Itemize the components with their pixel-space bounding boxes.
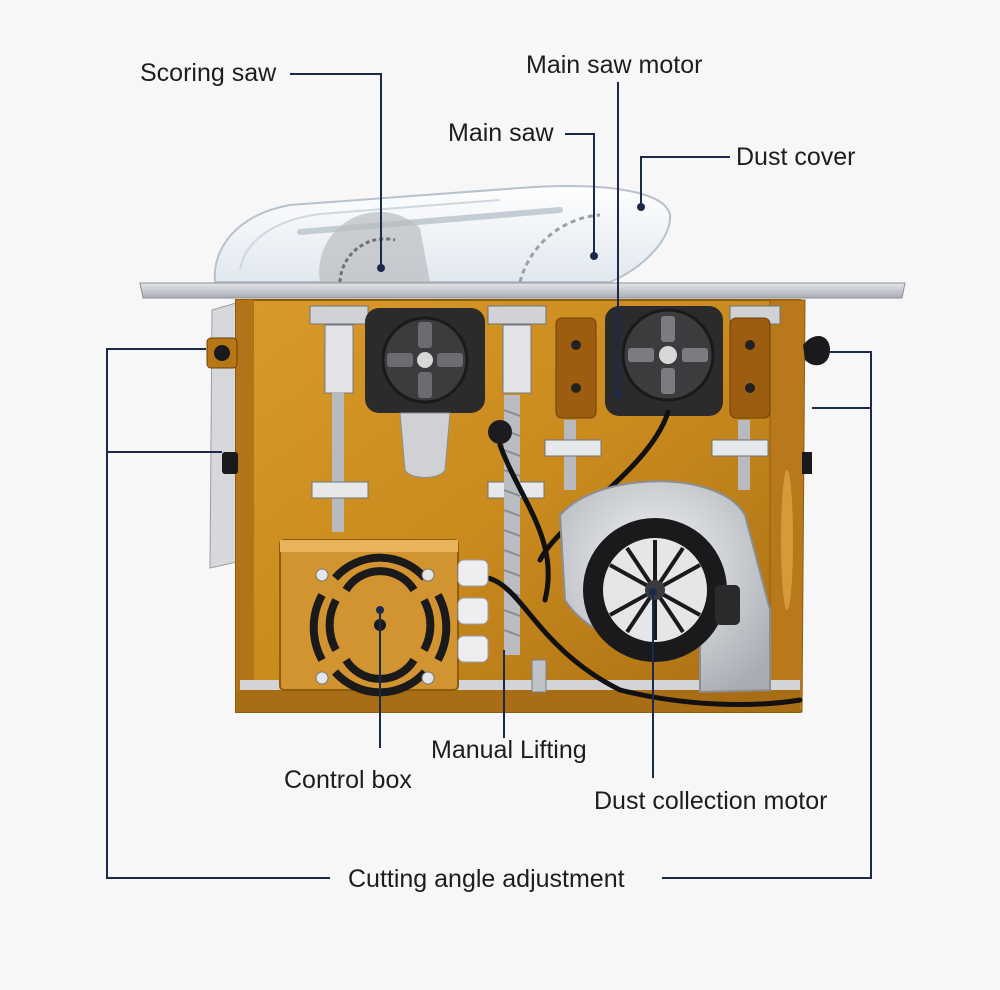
table-top bbox=[139, 282, 906, 299]
leader-dots bbox=[376, 203, 657, 614]
label-cutting-angle-adjustment: Cutting angle adjustment bbox=[348, 865, 625, 893]
leader-lines bbox=[106, 73, 872, 879]
scoring-saw-motor bbox=[365, 308, 485, 478]
label-dust-cover: Dust cover bbox=[736, 143, 856, 171]
rail-brackets bbox=[309, 305, 781, 532]
angle-knobs bbox=[206, 335, 830, 474]
label-scoring-saw: Scoring saw bbox=[140, 59, 277, 87]
label-control-box: Control box bbox=[284, 766, 412, 794]
label-manual-lifting: Manual Lifting bbox=[431, 736, 587, 764]
label-main-saw: Main saw bbox=[448, 119, 554, 147]
label-main-saw-motor: Main saw motor bbox=[526, 51, 703, 79]
saw-blades bbox=[319, 211, 601, 283]
label-dust-collection-motor: Dust collection motor bbox=[594, 787, 828, 815]
main-saw-motor bbox=[605, 306, 723, 416]
control-box bbox=[279, 539, 489, 697]
dust-cover bbox=[213, 185, 672, 283]
